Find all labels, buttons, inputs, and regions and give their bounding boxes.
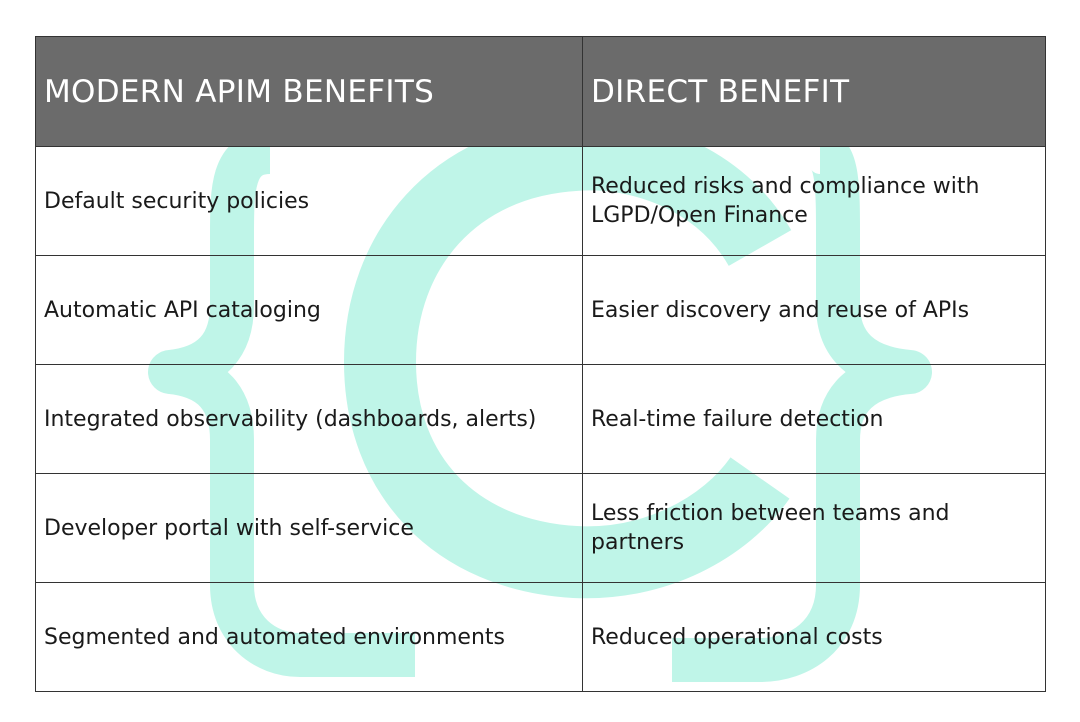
benefit-cell: Segmented and automated environments	[35, 582, 583, 692]
benefit-cell: Default security policies	[35, 146, 583, 256]
table-row: Developer portal with self-service Less …	[35, 473, 1046, 583]
benefit-cell: Developer portal with self-service	[35, 473, 583, 583]
table-row: Integrated observability (dashboards, al…	[35, 364, 1046, 474]
header-direct-benefit: DIRECT BENEFIT	[582, 36, 1046, 147]
direct-benefit-cell: Less friction between teams and partners	[582, 473, 1046, 583]
benefits-table: MODERN APIM BENEFITS DIRECT BENEFIT Defa…	[35, 36, 1046, 692]
header-modern-apim-benefits: MODERN APIM BENEFITS	[35, 36, 583, 147]
benefit-cell: Integrated observability (dashboards, al…	[35, 364, 583, 474]
table-row: Default security policies Reduced risks …	[35, 146, 1046, 256]
direct-benefit-cell: Reduced operational costs	[582, 582, 1046, 692]
benefits-table-container: MODERN APIM BENEFITS DIRECT BENEFIT Defa…	[35, 36, 1046, 692]
table-header-row: MODERN APIM BENEFITS DIRECT BENEFIT	[35, 36, 1046, 147]
direct-benefit-cell: Real-time failure detection	[582, 364, 1046, 474]
table-row: Segmented and automated environments Red…	[35, 582, 1046, 692]
benefit-cell: Automatic API cataloging	[35, 255, 583, 365]
table-row: Automatic API cataloging Easier discover…	[35, 255, 1046, 365]
direct-benefit-cell: Easier discovery and reuse of APIs	[582, 255, 1046, 365]
direct-benefit-cell: Reduced risks and compliance with LGPD/O…	[582, 146, 1046, 256]
